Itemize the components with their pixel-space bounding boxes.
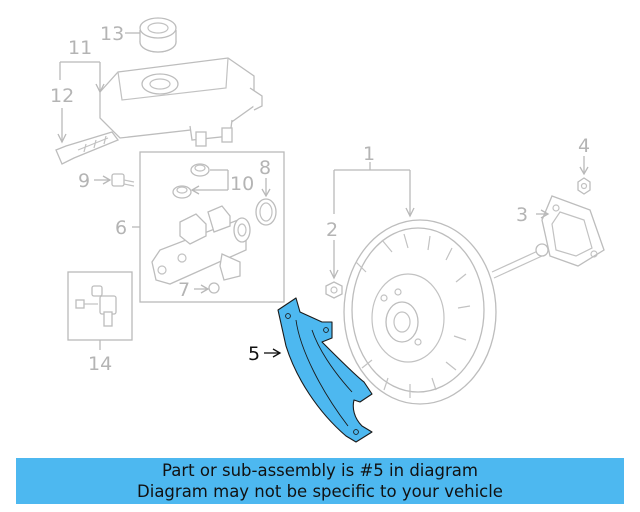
nut-2 (325, 281, 343, 299)
callout-7: 7 (178, 279, 190, 301)
banner-line-2: Diagram may not be specific to your vehi… (137, 482, 503, 501)
callout-9: 9 (78, 170, 90, 192)
brake-fluid-reservoir (99, 57, 263, 147)
plug-7 (208, 282, 220, 294)
callout-12: 12 (50, 85, 74, 107)
callout-3: 3 (516, 204, 528, 226)
callout-11: 11 (68, 37, 92, 59)
banner-line-1: Part or sub-assembly is #5 in diagram (162, 461, 478, 480)
callout-10: 10 (230, 173, 254, 195)
bolt-9 (111, 173, 135, 187)
nut-4 (577, 177, 591, 195)
o-ring (255, 198, 277, 226)
info-banner: Part or sub-assembly is #5 in diagram Di… (16, 458, 624, 504)
callout-8: 8 (259, 157, 271, 179)
level-sensor (55, 131, 120, 165)
callout-5: 5 (248, 343, 260, 365)
brake-booster (343, 219, 549, 405)
reservoir-cap (139, 17, 177, 53)
sensor-14 (75, 285, 117, 327)
callout-14: 14 (88, 353, 112, 375)
callout-2: 2 (326, 219, 338, 241)
callout-4: 4 (578, 135, 590, 157)
callout-1: 1 (363, 143, 375, 165)
seal-lower (172, 185, 192, 199)
gasket-3 (541, 195, 605, 267)
seal-top (190, 163, 210, 177)
master-cylinder (151, 205, 251, 285)
heat-shield-part-5 (277, 297, 373, 443)
callout-6: 6 (115, 217, 127, 239)
callout-13: 13 (100, 23, 124, 45)
